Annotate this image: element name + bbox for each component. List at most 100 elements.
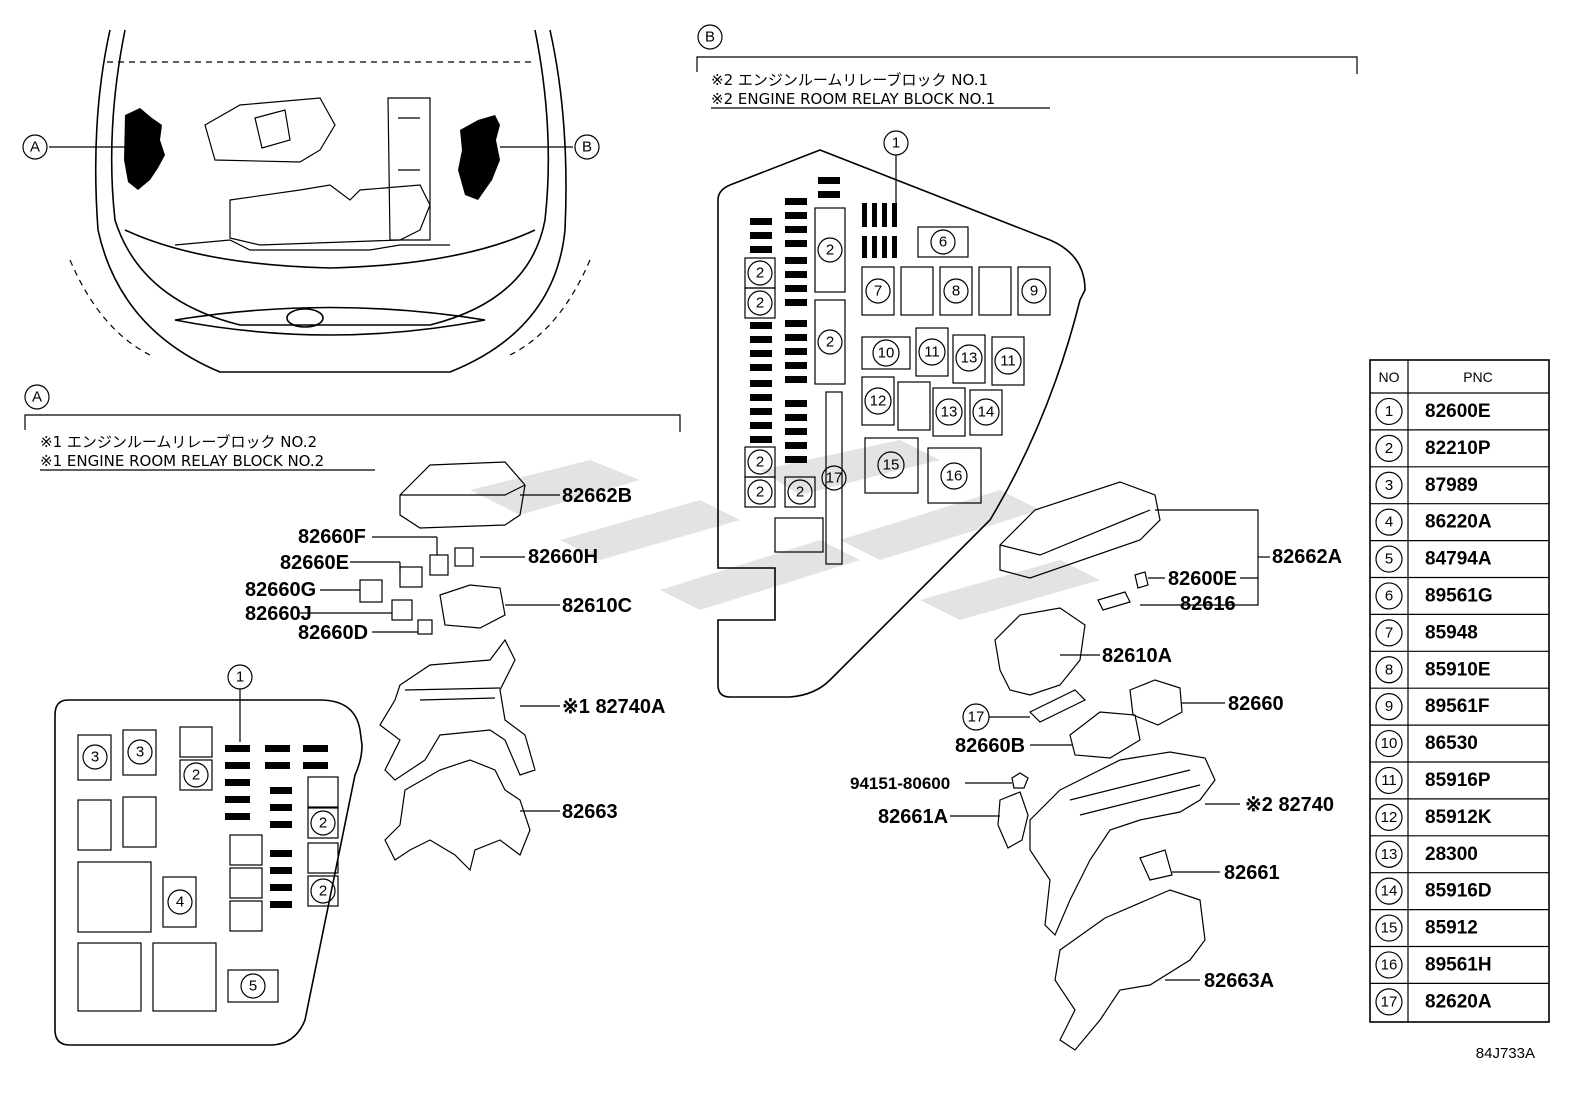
block-a-heading-en: ※1 ENGINE ROOM RELAY BLOCK NO.2: [40, 452, 324, 470]
b-slot-mark-6: 6: [939, 234, 947, 251]
table-row-no-circle: [1375, 914, 1403, 942]
table-row-pnc: 89561F: [1425, 696, 1489, 717]
b-slot-mark-11a: 11: [924, 344, 940, 361]
block-b-heading-en: ※2 ENGINE ROOM RELAY BLOCK NO.1: [711, 90, 995, 108]
table-row-no-circle: [1375, 397, 1403, 426]
part-82660H: 82660H: [528, 546, 598, 568]
section-b-header: B ※2 エンジンルームリレーブロック NO.1 ※2 ENGINE ROOM …: [696, 24, 1358, 109]
part-82660F: 82660F: [298, 526, 366, 548]
table-row-pnc: 89561G: [1425, 585, 1493, 606]
table-row-no: 15: [1381, 920, 1398, 937]
table-row-pnc: 82600E: [1425, 401, 1491, 422]
callout-b: B: [582, 139, 592, 156]
table-row-no-circle: [1375, 619, 1403, 647]
watermark-logo: [470, 440, 1100, 620]
table-row-no: 5: [1385, 551, 1393, 568]
table-row-no-circle: [1375, 508, 1403, 536]
table-header-no: NO: [1379, 369, 1400, 385]
part-82663A: 82663A: [1204, 970, 1274, 992]
table-row-no: 14: [1381, 883, 1398, 900]
table-row-no-circle: [1375, 434, 1403, 462]
b-slot-mark-2f: 2: [756, 484, 764, 501]
table-row-no: 16: [1381, 956, 1398, 973]
b-slot-mark-2a: 2: [826, 242, 834, 259]
part-82660E: 82660E: [280, 552, 349, 574]
table-row-pnc: 87989: [1425, 475, 1478, 496]
table-row-no-circle: [1375, 840, 1403, 868]
slot-mark-2c: 2: [319, 883, 327, 900]
b-slot-mark-7: 7: [874, 283, 882, 300]
part-82616: 82616: [1180, 593, 1236, 615]
b-slot-mark-17: 17: [826, 470, 843, 487]
part-82662B: 82662B: [562, 485, 632, 507]
slot-mark-4: 4: [176, 894, 184, 911]
block-b-exploded-view: 82662A 82600E 82616 82610A 82660 17 8266…: [850, 481, 1342, 1051]
section-a-header: A ※1 エンジンルームリレーブロック NO.2 ※1 ENGINE ROOM …: [24, 384, 681, 471]
b-slot-mark-11b: 11: [1000, 353, 1016, 370]
table-row-no-circle: [1375, 471, 1403, 499]
block-a-heading-jp: ※1 エンジンルームリレーブロック NO.2: [40, 433, 317, 451]
table-row-pnc: 85912: [1425, 918, 1478, 939]
table-row-no: 7: [1385, 624, 1393, 641]
part-82740: ※2 82740: [1245, 794, 1334, 816]
section-b-callout: B: [705, 29, 715, 46]
b-slot-mark-10: 10: [878, 345, 895, 362]
b-slot-mark-13a: 13: [961, 350, 978, 367]
part-82661: 82661: [1224, 862, 1280, 884]
table-row-pnc: 85948: [1425, 622, 1478, 643]
table-row-no: 2: [1385, 440, 1393, 457]
part-82661A: 82661A: [878, 806, 948, 828]
table-row-pnc: 85910E: [1425, 659, 1491, 680]
table-row-no-circle: [1375, 877, 1403, 905]
block-b-layout-panel: 1 2 2 2 2 2 2 2: [717, 130, 1086, 698]
part-82660: 82660: [1228, 693, 1284, 715]
b-slot-mark-8: 8: [952, 283, 960, 300]
table-row-no: 10: [1381, 735, 1398, 752]
table-row-pnc: 85912K: [1425, 807, 1492, 828]
table-row-no-circle: [1375, 766, 1403, 795]
table-row-no-circle: [1375, 729, 1403, 758]
table-row-pnc: 85916P: [1425, 770, 1491, 791]
block-a-exploded-view: 82662B 82660F 82660E 82660H 82660G 82660…: [245, 461, 666, 872]
part-82740A: ※1 82740A: [562, 696, 666, 718]
table-row-no-circle: [1375, 582, 1403, 610]
slot-mark-5: 5: [249, 978, 257, 995]
b-slot-mark-13b: 13: [941, 404, 958, 421]
block-a-layout-panel: 1 3 3 2 4 5 2: [54, 664, 363, 1046]
table-row-no: 9: [1385, 698, 1393, 715]
b-slot-mark-2g: 2: [796, 484, 804, 501]
section-a-callout: A: [32, 389, 42, 406]
b-slot-mark-16: 16: [946, 468, 963, 485]
b-slot-mark-1: 1: [892, 135, 900, 152]
part-82660B: 82660B: [955, 735, 1025, 757]
slot-mark-3b: 3: [136, 744, 144, 761]
table-row-no: 3: [1385, 477, 1393, 494]
table-row-no: 4: [1385, 514, 1393, 531]
table-row-no-circle: [1375, 693, 1403, 721]
b-slot-mark-14: 14: [978, 404, 995, 421]
slot-mark-3a: 3: [91, 749, 99, 766]
b-slot-mark-15: 15: [883, 457, 900, 474]
part-82660G: 82660G: [245, 579, 316, 601]
table-row-no-circle: [1375, 988, 1403, 1016]
slot-mark-2b: 2: [319, 815, 327, 832]
table-row-pnc: 28300: [1425, 844, 1478, 865]
block-b-heading-jp: ※2 エンジンルームリレーブロック NO.1: [711, 71, 988, 89]
table-row-pnc: 86220A: [1425, 512, 1492, 533]
b-slot-mark-12: 12: [870, 393, 887, 410]
part-82663: 82663: [562, 801, 618, 823]
part-82662A: 82662A: [1272, 546, 1342, 568]
car-overview: A B: [22, 29, 600, 373]
b-slot-mark-2e: 2: [756, 454, 764, 471]
table-row-pnc: 84794A: [1425, 549, 1492, 570]
part-82660D: 82660D: [298, 622, 368, 644]
table-row-no-circle: [1375, 951, 1403, 979]
part-94151-80600: 94151-80600: [850, 774, 950, 793]
table-row-pnc: 82620A: [1425, 991, 1492, 1012]
drawing-code: 84J733A: [1476, 1045, 1535, 1062]
table-row-no: 12: [1381, 809, 1398, 826]
table-row-pnc: 85916D: [1425, 881, 1492, 902]
